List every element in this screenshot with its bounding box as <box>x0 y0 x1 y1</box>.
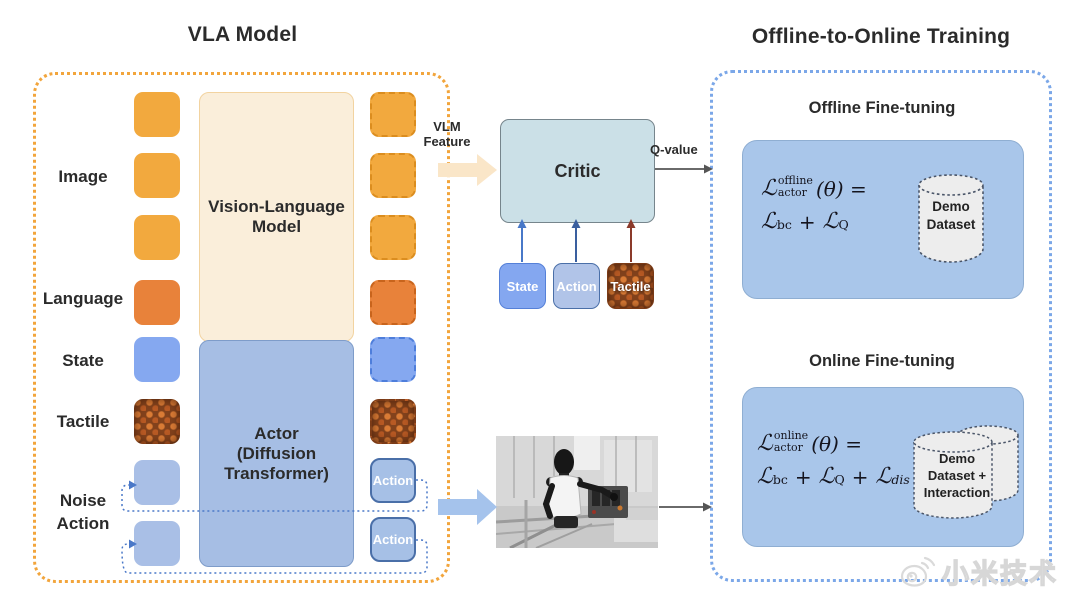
formula-sub-bc: bc <box>776 216 792 232</box>
vision-language-model-box: Vision-Language Model <box>199 92 354 342</box>
offline-heading: Offline Fine-tuning <box>808 99 956 117</box>
label-noise-action: Noise Action <box>56 491 110 533</box>
plus-sign: + <box>851 465 869 490</box>
formula-arg: (θ) = <box>811 432 862 457</box>
robot-to-training-arrow <box>659 502 712 512</box>
plus-sign: + <box>798 210 816 235</box>
training-frame <box>710 70 1052 582</box>
label-state: State <box>62 351 104 370</box>
vla-frame <box>33 72 450 583</box>
action-input-arrow <box>571 219 581 262</box>
formula-sub: actor <box>773 441 803 455</box>
script-l: ℒ <box>818 464 835 490</box>
vlm-feature-label: VLM Feature <box>423 119 471 149</box>
noise-action-token-2 <box>134 521 180 566</box>
image-feature-token-2 <box>370 153 416 198</box>
demo-dataset-label: Demo Dataset <box>926 199 976 232</box>
formula-sub: actor <box>777 186 807 200</box>
demo-dataset-cylinder: Demo Dataset <box>915 171 987 265</box>
image-feature-token-3 <box>370 215 416 260</box>
state-feature-token <box>370 337 416 382</box>
training-title: Offline-to-Online Training <box>751 25 1011 48</box>
tactile-token <box>134 399 180 444</box>
critic-box: Critic <box>500 119 655 223</box>
formula-sub-bc: bc <box>772 471 788 487</box>
state-input-arrow <box>517 219 527 262</box>
language-token <box>134 280 180 325</box>
state-token <box>134 337 180 382</box>
label-tactile: Tactile <box>56 412 110 431</box>
label-image: Image <box>58 167 108 186</box>
formula-sup: online <box>773 429 809 442</box>
demo-dataset-interaction-cylinders: Demo Dataset + Interaction <box>913 424 1019 520</box>
label-language: Language <box>42 289 124 308</box>
plus-sign: + <box>794 465 812 490</box>
action-output-token-1: Action <box>370 458 416 503</box>
watermark: 小米技术 <box>900 552 1058 591</box>
image-token-2 <box>134 153 180 198</box>
robot-photo <box>496 436 658 548</box>
tactile-input-arrow <box>626 219 636 262</box>
demo-dataset-interaction-label: Demo Dataset + Interaction <box>923 451 991 500</box>
language-feature-token <box>370 280 416 325</box>
watermark-text: 小米技术 <box>941 558 1058 589</box>
actor-box: Actor (Diffusion Transformer) <box>199 340 354 567</box>
script-l: ℒ <box>761 176 777 202</box>
action-output-token-2: Action <box>370 517 416 562</box>
script-l: ℒ <box>757 431 773 457</box>
critic-input-tactile: Tactile <box>607 263 654 309</box>
formula-sub-q: Q <box>838 216 849 232</box>
q-value-arrow <box>655 164 713 174</box>
noise-action-token-1 <box>134 460 180 505</box>
formula-sub-dis: dis <box>891 471 910 487</box>
script-l: ℒ <box>761 209 777 235</box>
vla-title: VLA Model <box>187 23 298 46</box>
q-value-label: Q-value <box>650 142 698 157</box>
script-l: ℒ <box>875 464 892 490</box>
image-feature-token-1 <box>370 92 416 137</box>
weibo-icon <box>900 556 936 587</box>
formula-sub-q: Q <box>834 471 845 487</box>
script-l: ℒ <box>757 464 773 490</box>
image-token-3 <box>134 215 180 260</box>
critic-input-action: Action <box>553 263 600 309</box>
image-token-1 <box>134 92 180 137</box>
formula-sup: offline <box>777 174 813 187</box>
formula-arg: (θ) = <box>815 177 867 202</box>
script-l: ℒ <box>822 209 839 235</box>
tactile-feature-token <box>370 399 416 444</box>
online-heading: Online Fine-tuning <box>809 352 955 370</box>
critic-input-state: State <box>499 263 546 309</box>
